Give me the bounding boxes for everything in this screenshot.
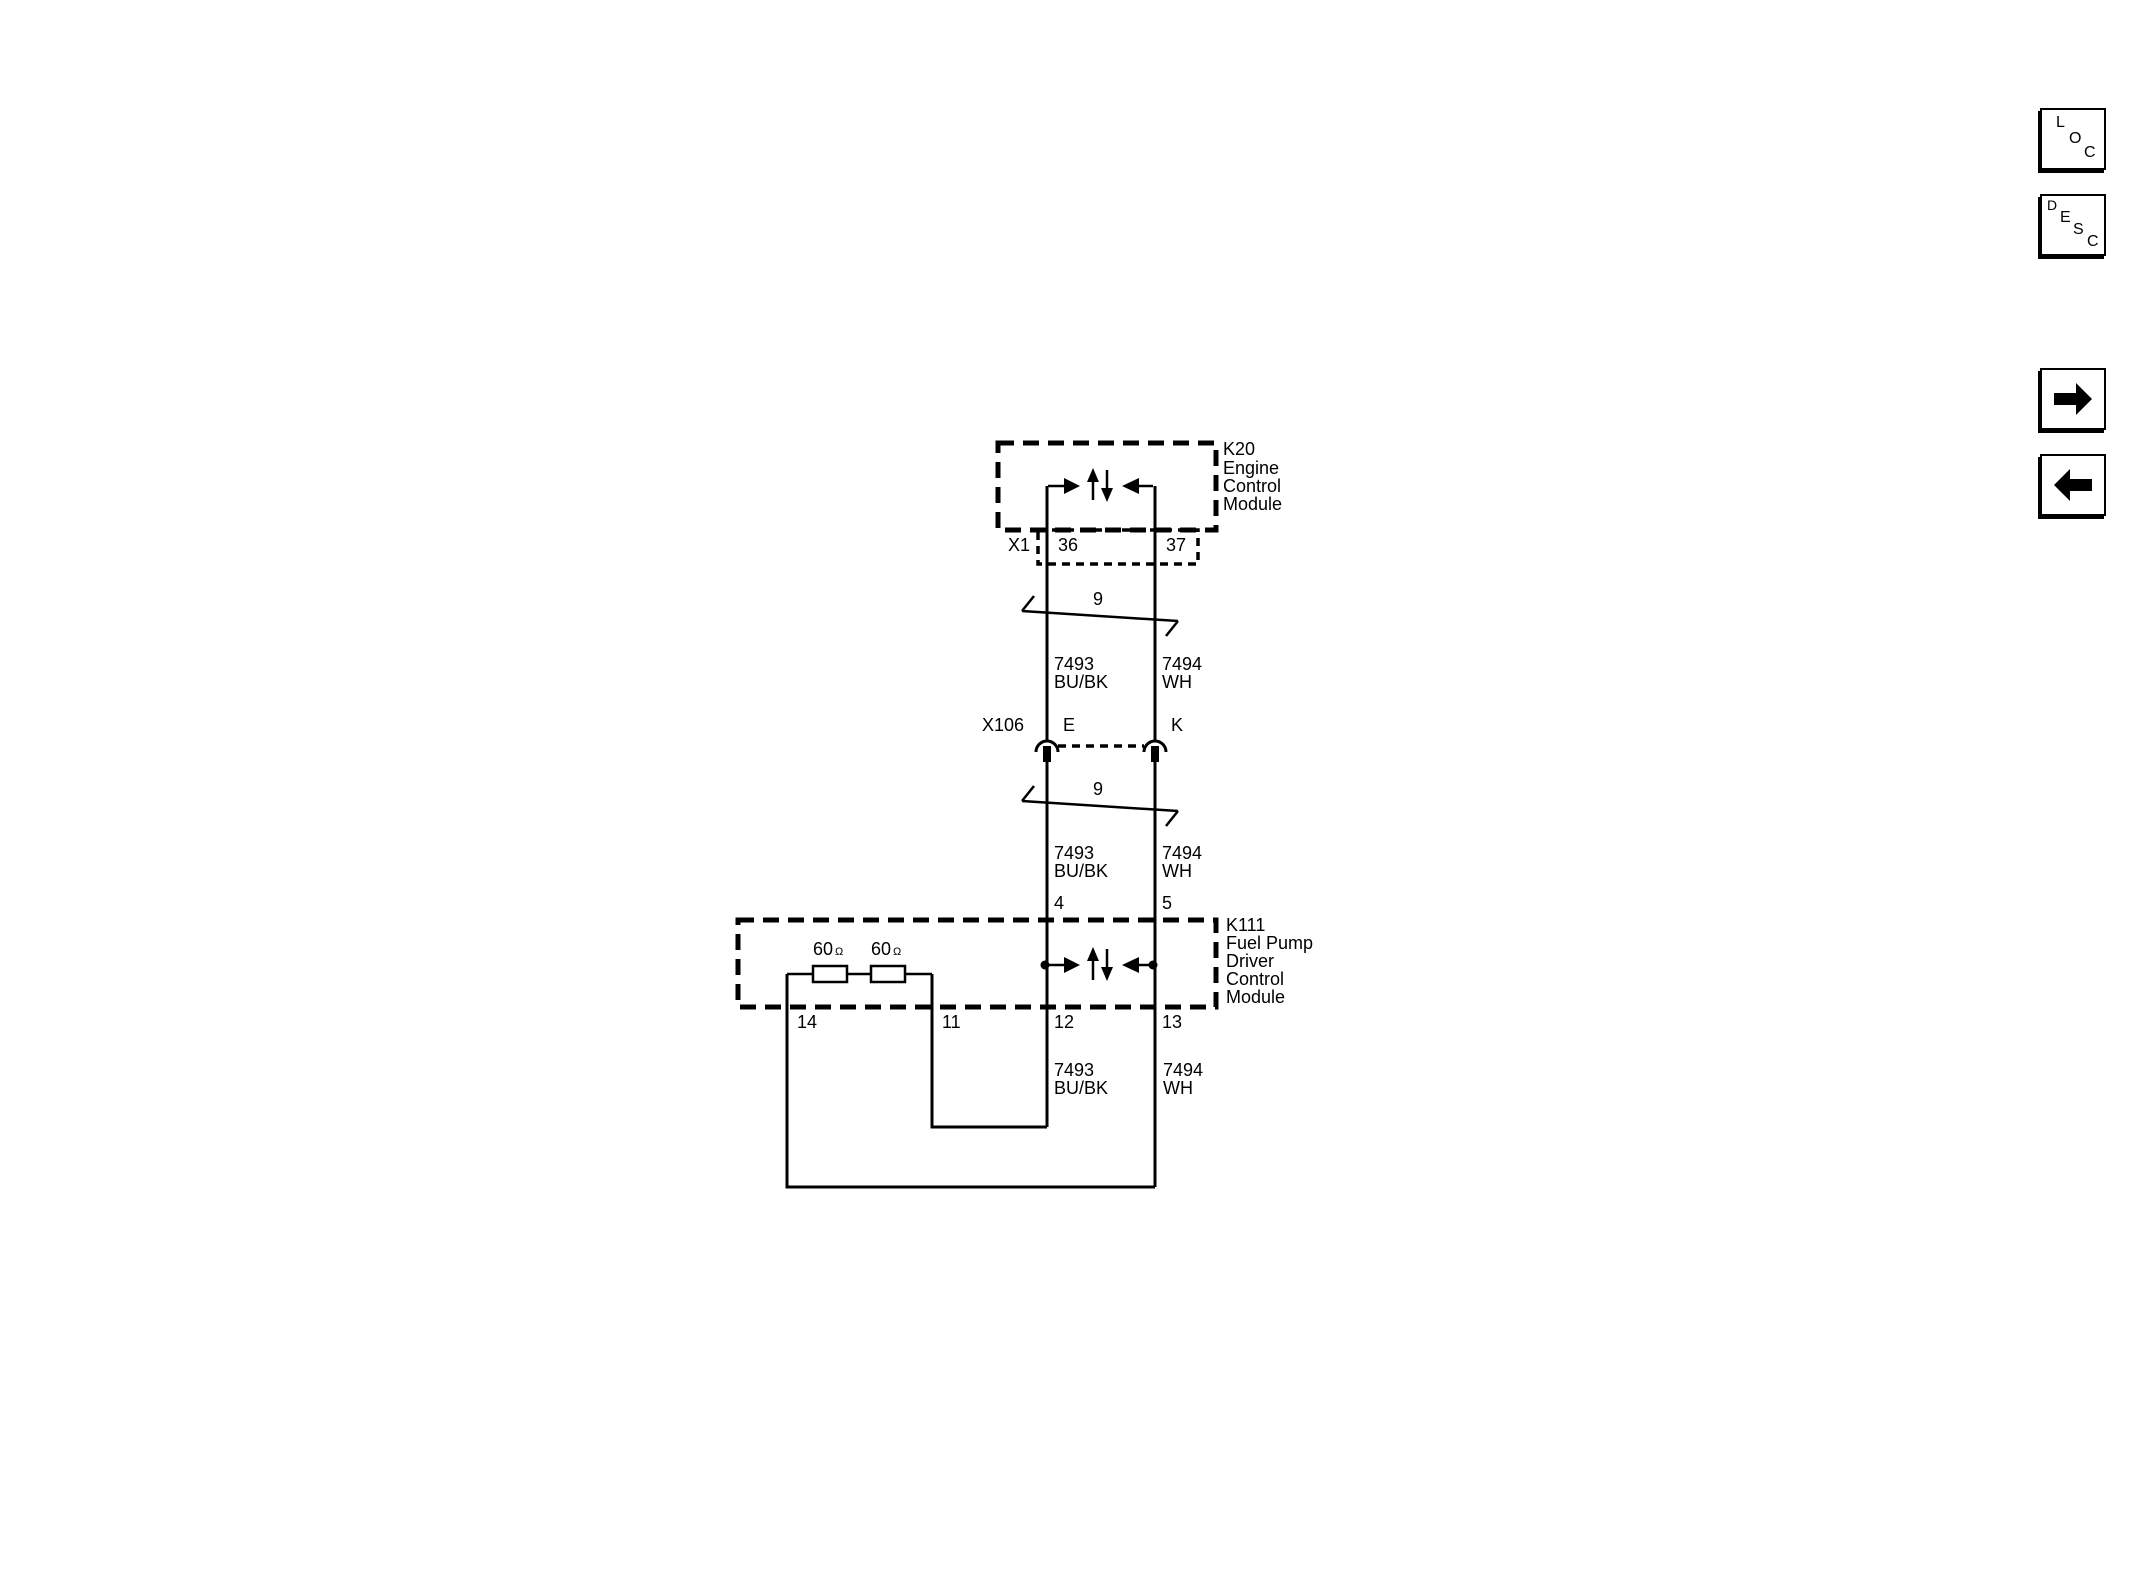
k111-pin-5-label: 5 [1162, 893, 1172, 913]
k111-pin-11-label: 11 [942, 1012, 961, 1032]
wire-right-color-middle: WH [1162, 861, 1192, 881]
k111-module-outline [735, 917, 1219, 1010]
k111-name-line1: Fuel Pump [1226, 933, 1313, 953]
wire-left-circuit-middle: 7493 [1054, 843, 1094, 863]
arrow-left-icon [2054, 469, 2092, 501]
wire-right-color-upper: WH [1162, 672, 1192, 692]
k20-transceiver-symbol [1048, 468, 1153, 502]
description-button[interactable]: D E S C [2040, 194, 2106, 256]
k20-name-line1: Engine [1223, 458, 1279, 478]
k111-pin-12-label: 12 [1054, 1012, 1074, 1032]
wire-right-color-lower: WH [1163, 1078, 1193, 1098]
k20-code-label: K20 [1223, 439, 1255, 459]
loc-letter-o: O [2069, 130, 2082, 147]
twisted-pair-marker-lower [1021, 785, 1179, 827]
k20-name-line3: Module [1223, 494, 1282, 514]
desc-letter-e: E [2060, 209, 2071, 226]
location-button[interactable]: L O C [2040, 108, 2106, 170]
x106-connector-label: X106 [982, 715, 1024, 735]
desc-letter-c: C [2087, 233, 2099, 250]
k111-code-label: K111 [1226, 915, 1265, 935]
x106-inline-connector [1034, 739, 1168, 762]
wire-right-circuit-middle: 7494 [1162, 843, 1202, 863]
k111-pin-14-label: 14 [797, 1012, 817, 1032]
wire-left-circuit-upper: 7493 [1054, 654, 1094, 674]
x106-pin-e-label: E [1063, 715, 1075, 735]
k20-pin-37-label: 37 [1166, 535, 1186, 555]
wire-left-color-upper: BU/BK [1054, 672, 1108, 692]
wire-left-circuit-lower: 7493 [1054, 1060, 1094, 1080]
wire-left-color-middle: BU/BK [1054, 861, 1108, 881]
k111-transceiver-symbol [1040, 947, 1158, 981]
arrow-right-icon [2054, 383, 2092, 415]
wire-right-circuit-upper: 7494 [1162, 654, 1202, 674]
k20-connector-x1-outline [1036, 528, 1200, 566]
k111-name-line4: Module [1226, 987, 1285, 1007]
desc-letter-s: S [2073, 221, 2084, 238]
wire-left-color-lower: BU/BK [1054, 1078, 1108, 1098]
twisted-pair-marker-upper [1021, 595, 1179, 637]
x106-pin-k-label: K [1171, 715, 1183, 735]
k111-pin-13-label: 13 [1162, 1012, 1182, 1032]
wire-right-circuit-lower: 7494 [1163, 1060, 1203, 1080]
next-page-button[interactable] [2040, 368, 2106, 430]
loc-letter-c: C [2084, 144, 2096, 161]
k20-module-outline [995, 440, 1219, 533]
k20-connector-label: X1 [1008, 535, 1030, 555]
k20-name-line2: Control [1223, 476, 1281, 496]
twist-count-upper: 9 [1093, 589, 1103, 609]
k111-pin-4-label: 4 [1054, 893, 1064, 913]
k111-name-line3: Control [1226, 969, 1284, 989]
k20-pin-36-label: 36 [1058, 535, 1078, 555]
previous-page-button[interactable] [2040, 454, 2106, 516]
external-termination-wiring [785, 974, 1155, 1189]
termination-resistor-network [787, 964, 932, 984]
desc-letter-d: D [2047, 197, 2058, 213]
loc-letter-l: L [2056, 114, 2065, 131]
twist-count-lower: 9 [1093, 779, 1103, 799]
k111-name-line2: Driver [1226, 951, 1274, 971]
